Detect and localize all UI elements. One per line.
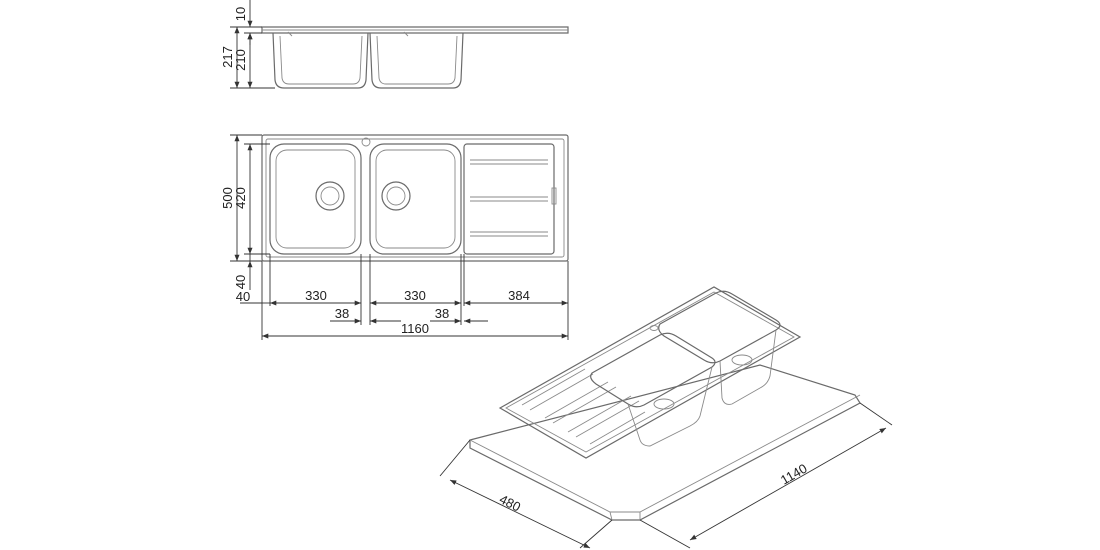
iso-drain-back xyxy=(731,354,753,366)
side-view: 10 217 210 xyxy=(220,0,569,89)
dim-drainer-width: 384 xyxy=(508,288,530,303)
top-bowl-right xyxy=(369,143,462,255)
dim-total-depth: 217 xyxy=(220,46,235,68)
iso-sink-rim xyxy=(498,286,802,459)
dim-rim-thickness: 10 xyxy=(233,7,248,21)
dim-depth-overall: 500 xyxy=(220,187,235,209)
top-bowl-left xyxy=(269,143,362,255)
dim-bowl-left-width: 330 xyxy=(305,288,327,303)
top-view: 500 420 40 40 330 330 384 38 38 1160 xyxy=(220,134,569,340)
side-rim xyxy=(261,26,569,34)
iso-countertop xyxy=(469,364,861,521)
iso-bowl-back xyxy=(658,290,781,364)
dim-bowl-right-width: 330 xyxy=(404,288,426,303)
dim-gap-left: 38 xyxy=(335,306,349,321)
dim-overall-width: 1160 xyxy=(401,321,429,336)
drain-left xyxy=(315,181,345,211)
iso-drainer xyxy=(521,368,646,445)
top-rim xyxy=(261,134,569,262)
dim-margin-bottom: 40 xyxy=(233,275,248,289)
dim-cutout-depth: 480 xyxy=(497,491,523,514)
iso-tap-hole xyxy=(649,325,659,331)
dim-bowl-depth-inner: 420 xyxy=(233,187,248,209)
drain-right xyxy=(381,181,411,211)
side-bowl-right xyxy=(369,32,464,89)
dim-cutout-width: 1140 xyxy=(778,461,810,488)
side-bowl-left xyxy=(272,32,369,89)
top-drainer xyxy=(463,143,557,255)
iso-drain-front xyxy=(653,398,675,410)
dim-gap-right: 38 xyxy=(435,306,449,321)
dim-margin-left: 40 xyxy=(236,289,250,304)
tap-hole xyxy=(361,137,371,147)
dim-bowl-depth: 210 xyxy=(233,49,248,71)
iso-view: 480 1140 xyxy=(439,286,893,549)
